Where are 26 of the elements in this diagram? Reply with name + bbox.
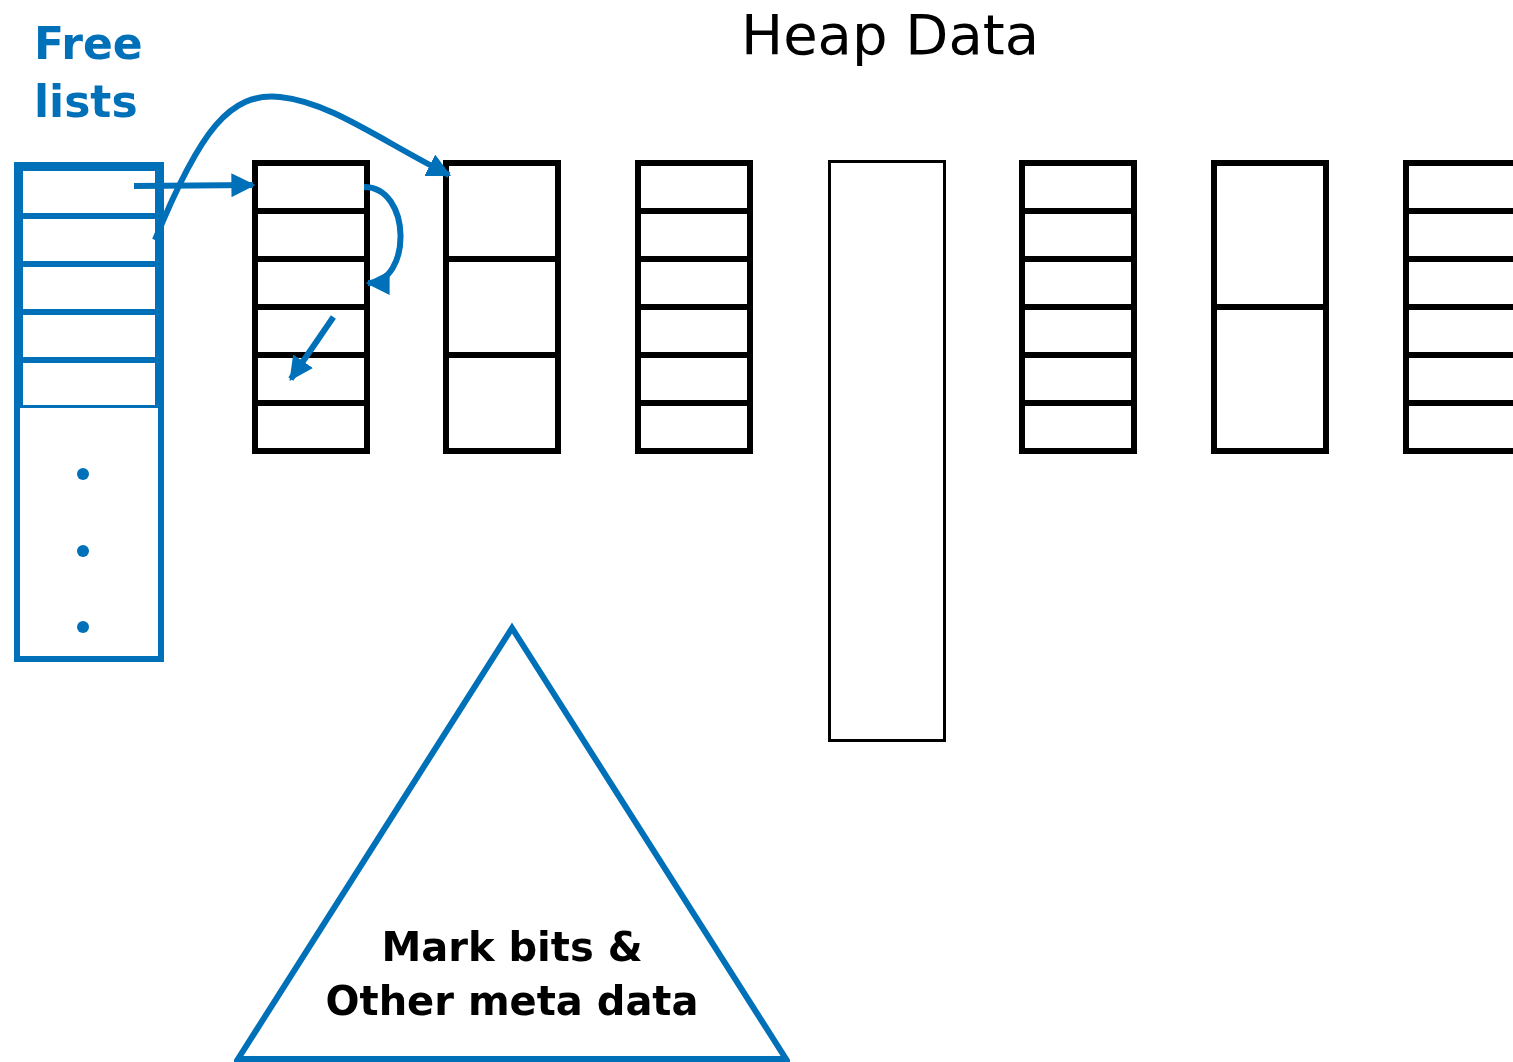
memory-block bbox=[443, 160, 561, 454]
arrow bbox=[133, 173, 256, 198]
free-lists-heading: Free lists bbox=[34, 17, 144, 129]
metadata-triangle bbox=[234, 620, 790, 1062]
triangle-label: Mark bits & Other meta data bbox=[324, 923, 700, 1026]
block-cell bbox=[255, 403, 367, 451]
list-slot bbox=[20, 264, 158, 312]
memory-block bbox=[828, 160, 946, 742]
arrow bbox=[152, 93, 452, 242]
block-cell bbox=[255, 163, 367, 211]
list-slot bbox=[20, 216, 158, 264]
memory-block bbox=[1403, 160, 1513, 454]
block-cell bbox=[255, 211, 367, 259]
memory-block bbox=[1211, 160, 1329, 454]
arrow bbox=[288, 315, 336, 381]
list-slot bbox=[20, 312, 158, 360]
block-cell bbox=[255, 307, 367, 355]
list-slot bbox=[20, 168, 158, 216]
block-cell bbox=[255, 355, 367, 403]
block-cell bbox=[446, 163, 558, 259]
memory-block bbox=[635, 160, 753, 454]
memory-block bbox=[1019, 160, 1137, 454]
page-title: Heap Data bbox=[740, 2, 1040, 67]
memory-block bbox=[252, 160, 370, 454]
block-cell bbox=[255, 259, 367, 307]
list-slot bbox=[20, 360, 158, 408]
